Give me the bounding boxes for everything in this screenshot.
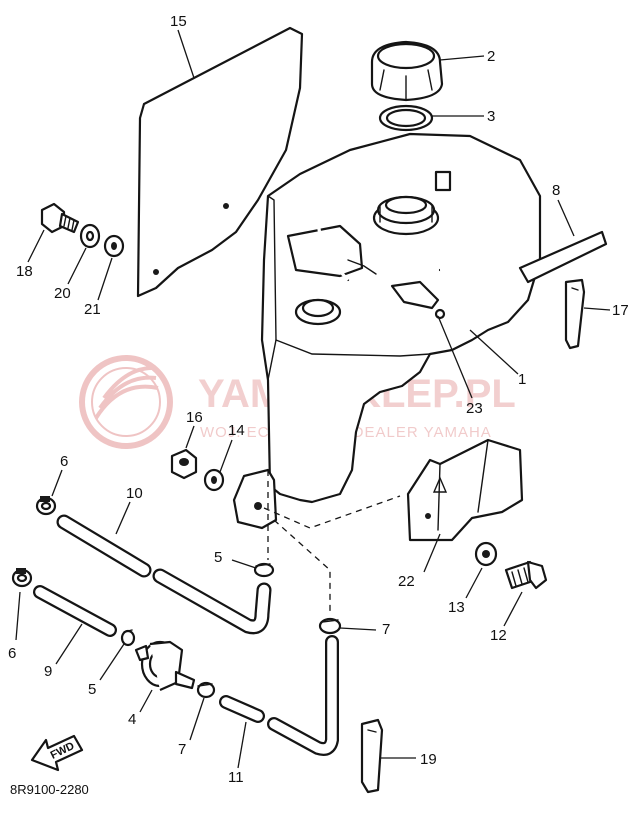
part-16-nut	[170, 448, 198, 480]
part-2-tank-cap	[370, 40, 444, 102]
part-5-clip-lower	[120, 629, 136, 647]
dealer-logo-icon	[79, 355, 173, 449]
callout-23: 23	[466, 400, 483, 417]
part-12-bolt	[504, 560, 548, 590]
callout-16: 16	[186, 409, 203, 426]
part-22-bracket	[406, 438, 524, 542]
callout-9: 9	[44, 663, 52, 680]
fwd-arrow-icon: FWD	[30, 734, 84, 772]
part-14-holder	[360, 718, 384, 794]
part-1-oil-tank	[232, 132, 542, 530]
callout-1: 1	[518, 371, 526, 388]
callout-17: 17	[612, 302, 629, 319]
callout-10: 10	[126, 485, 143, 502]
part-11-breather-hose	[316, 156, 608, 284]
part-10-hose	[56, 514, 272, 635]
part-17-holder	[564, 278, 586, 350]
callout-6-upper: 6	[60, 453, 68, 470]
part-6-clip-lower	[11, 568, 33, 588]
part-4-check-valve	[134, 640, 196, 692]
part-18-side-panel	[136, 26, 304, 298]
callout-12: 12	[490, 627, 507, 644]
callout-5-upper: 5	[214, 549, 222, 566]
callout-4: 4	[128, 711, 136, 728]
part-5-clip-upper	[253, 562, 275, 578]
callout-14: 19	[420, 751, 437, 768]
leader-lines	[15, 29, 611, 769]
part-19-bolt	[40, 202, 80, 234]
part-6-clip-upper	[35, 496, 57, 516]
assembly-lines	[263, 470, 401, 614]
callout-2: 2	[487, 48, 495, 65]
callout-8: 11	[228, 769, 244, 786]
callout-13: 13	[448, 599, 465, 616]
part-23-hose-clip	[390, 280, 446, 320]
callout-21: 21	[84, 301, 101, 318]
callout-18: 15	[170, 13, 187, 30]
callout-3: 3	[487, 108, 495, 125]
callout-7-lower: 7	[178, 741, 186, 758]
part-13-washer	[474, 541, 498, 567]
callout-15: 14	[228, 422, 245, 439]
drawing-code: 8R9100-2280	[10, 782, 89, 797]
part-8-hose	[219, 635, 339, 756]
part-21-washer	[103, 234, 125, 258]
callout-19: 18	[16, 263, 33, 280]
callout-7-upper: 7	[382, 621, 390, 638]
part-3-o-ring	[378, 104, 434, 132]
callout-20: 20	[54, 285, 71, 302]
callout-22: 22	[398, 573, 415, 590]
callout-11: 8	[552, 182, 560, 199]
part-20-washer	[79, 223, 101, 249]
callouts: 15 2 3 8 17 1 23 18 20 21 16 14 6 10 5 2…	[8, 13, 629, 786]
part-9-hose	[33, 585, 117, 637]
part-7-clip-upper	[318, 617, 342, 635]
callout-5-lower: 5	[88, 681, 96, 698]
part-15-washer	[203, 468, 225, 492]
callout-6-lower: 6	[8, 645, 16, 662]
part-7-clip-lower	[196, 681, 216, 699]
